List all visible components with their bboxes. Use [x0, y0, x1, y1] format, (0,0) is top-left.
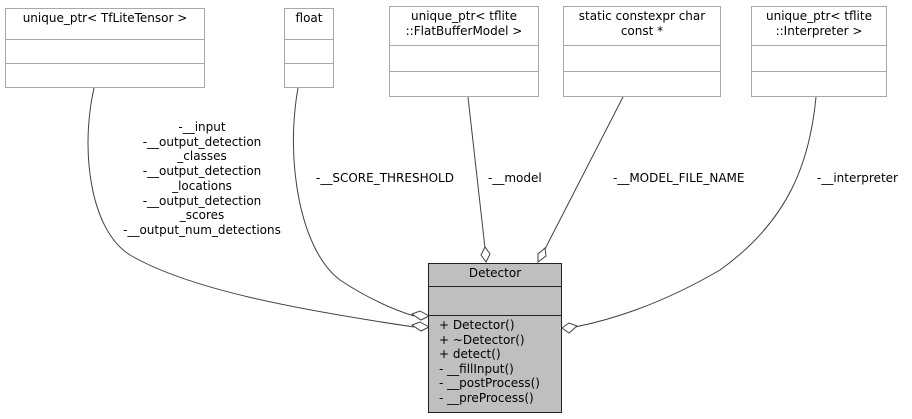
edge-label-model-file-name: -__MODEL_FILE_NAME: [613, 171, 745, 185]
section-divider: [564, 45, 720, 46]
section-divider: [285, 39, 333, 40]
class-box-flatbuffer-model: unique_ptr< tflite ::FlatBufferModel >: [389, 6, 539, 97]
class-box-detector: Detector + Detector() + ~Detector() + de…: [428, 263, 562, 413]
section-divider: [390, 71, 538, 72]
edge-label-tensor-members: -__input -__output_detection _classes -_…: [123, 120, 281, 237]
class-box-const-char: static constexpr char const *: [563, 6, 721, 97]
section-divider: [752, 71, 886, 72]
section-divider: [429, 315, 561, 316]
edge-label-model: -__model: [488, 171, 542, 185]
edge-tensor-to-detector: [87, 87, 415, 328]
class-name: static constexpr char const *: [578, 9, 706, 38]
aggregation-diamond-tensor: [410, 321, 431, 332]
class-name: float: [295, 11, 323, 25]
section-divider: [429, 286, 561, 287]
method-list: + Detector() + ~Detector() + detect() - …: [439, 318, 540, 405]
method-item: + Detector(): [439, 318, 515, 332]
section-divider: [285, 63, 333, 64]
method-item: - __preProcess(): [439, 390, 534, 405]
edge-interpreter-to-detector: [574, 96, 817, 328]
method-item: + ~Detector(): [439, 332, 525, 347]
class-name: Detector: [468, 266, 522, 280]
class-box-interpreter: unique_ptr< tflite ::Interpreter >: [751, 6, 887, 97]
edge-float-to-detector: [293, 87, 415, 317]
class-name: unique_ptr< tflite ::FlatBufferModel >: [405, 9, 523, 38]
section-divider: [752, 45, 886, 46]
section-divider: [6, 39, 204, 40]
class-box-float: float: [284, 8, 334, 88]
aggregation-diamond-model: [480, 246, 491, 263]
method-item: - __postProcess(): [439, 376, 540, 390]
aggregation-diamond-float: [410, 310, 431, 321]
edge-model-to-detector: [467, 96, 486, 249]
class-name: unique_ptr< TfLiteTensor >: [22, 11, 188, 25]
method-item: - __fillInput(): [439, 361, 514, 376]
class-name: unique_ptr< tflite ::Interpreter >: [766, 9, 872, 38]
method-item: + detect(): [439, 347, 501, 361]
edge-modelfile-to-detector: [544, 96, 624, 250]
aggregation-diamond-modelfile: [537, 247, 547, 263]
section-divider: [390, 45, 538, 46]
edge-label-interpreter: -__interpreter: [817, 171, 898, 185]
aggregation-diamond-interpreter: [561, 322, 578, 334]
class-box-tflite-tensor: unique_ptr< TfLiteTensor >: [5, 8, 205, 88]
section-divider: [6, 63, 204, 64]
edge-label-score-threshold: -__SCORE_THRESHOLD: [316, 171, 454, 185]
section-divider: [564, 71, 720, 72]
